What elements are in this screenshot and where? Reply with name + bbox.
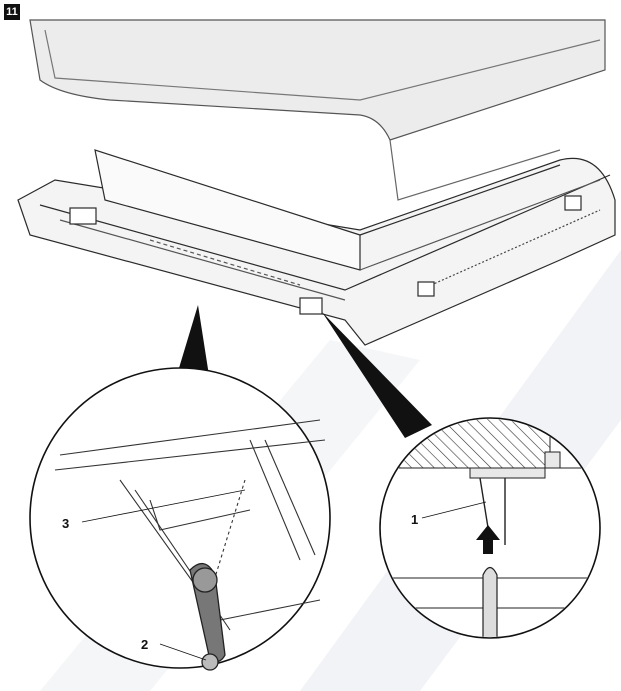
callout-1: 1 [411, 512, 419, 527]
step-number-badge: 11 [4, 4, 20, 20]
callout-3: 3 [62, 516, 70, 531]
up-arrow-icon [476, 525, 500, 554]
callout-2: 2 [141, 637, 149, 652]
lever-handle-icon [189, 563, 226, 671]
roof-window-top-view [17, 19, 616, 346]
detail-pointer-left [176, 305, 210, 382]
detail-pointer-right [322, 312, 432, 438]
detail-circle-left [29, 367, 331, 671]
